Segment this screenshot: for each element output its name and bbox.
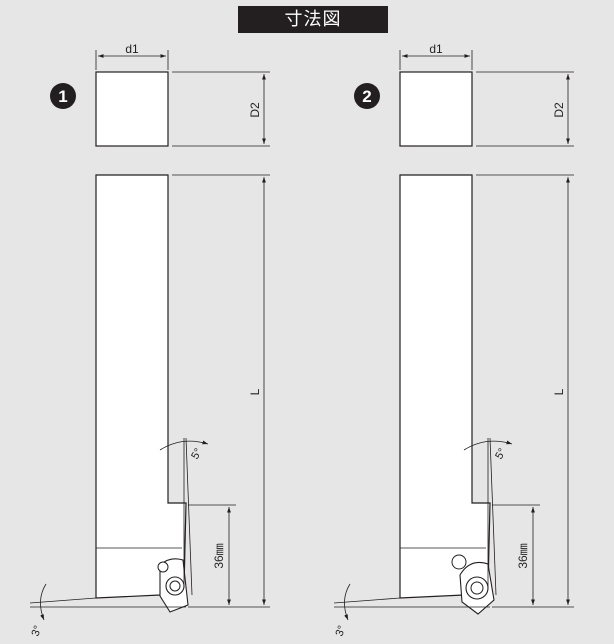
angle-arc-top-2	[463, 440, 513, 451]
angle-bottom-label-2: 3°	[334, 624, 349, 638]
insert-screw-1	[165, 576, 185, 596]
angle-base-1	[29, 597, 97, 604]
view-marker-1: 1	[58, 87, 67, 106]
shank-section-2	[399, 71, 473, 147]
dim36-label-1: 36㎜	[212, 543, 226, 568]
view-2: 2 d1 D2 5° 3°	[334, 42, 574, 638]
angle-top-label-1: 5°	[189, 446, 205, 461]
view-marker-2-badge	[354, 83, 380, 109]
l-label-2: L	[552, 388, 566, 395]
tool-body-1	[95, 174, 187, 599]
d1-label-1: d1	[125, 42, 139, 56]
d2-label-1: D2	[248, 102, 262, 118]
angle-base-2	[333, 597, 401, 604]
l-label-1: L	[248, 388, 262, 395]
angle-top-label-2: 5°	[493, 446, 509, 461]
angle-inclined-1	[185, 437, 193, 596]
view-marker-1-badge	[50, 83, 76, 109]
clamp-pin-2	[451, 554, 467, 570]
shank-section-1	[95, 71, 169, 147]
clamp-pin-1	[157, 561, 169, 573]
view-1: 1 d1 D2 5°	[30, 42, 270, 638]
angle-inclined-2	[489, 437, 497, 596]
insert-screw-2	[465, 576, 489, 600]
view-marker-2: 2	[362, 87, 371, 106]
d1-label-2: d1	[429, 42, 443, 56]
angle-arc-bottom-1	[40, 583, 47, 621]
torx-icon-2	[470, 581, 484, 595]
angle-arc-top-1	[159, 440, 209, 451]
d2-label-2: D2	[552, 102, 566, 118]
dim36-label-2: 36㎜	[516, 543, 530, 568]
tool-body-2	[399, 174, 491, 599]
angle-bottom-label-1: 3°	[30, 624, 45, 638]
page-title: 寸法図	[238, 6, 388, 33]
torx-icon-1	[169, 580, 181, 592]
angle-arc-bottom-2	[344, 583, 351, 621]
